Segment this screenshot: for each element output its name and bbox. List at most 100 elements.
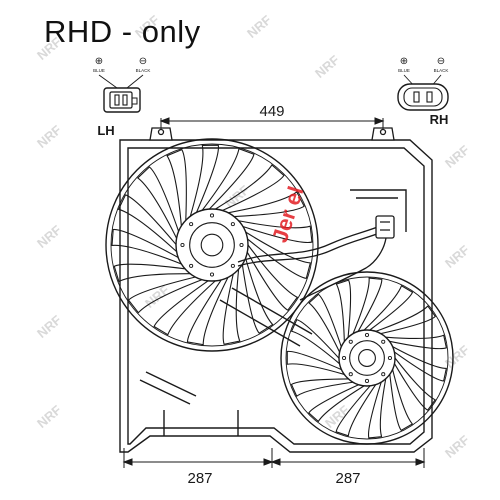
mounting-hole-left [157,128,165,136]
watermark-text: NRF [34,312,64,341]
watermark-text: NRF [442,432,472,461]
fan-blade [375,305,437,335]
fan-blade [127,276,203,314]
arrow-head [374,117,385,125]
fan-blade [335,384,377,437]
hub-bolt [387,355,393,361]
fan-blade [222,269,241,345]
fan-blade [166,148,187,227]
fan-blade [363,284,414,331]
fan-blade [308,384,365,423]
arrow-head [122,458,133,466]
watermark-text: NRF [442,242,472,271]
hub-bolt [364,332,370,338]
motor-shaft [200,233,224,257]
shroud-outline [119,139,433,453]
hub-bolt [348,339,353,344]
hub-bolt [381,372,386,377]
fan-blade [215,164,285,212]
connector-rh-label: RH [430,112,449,127]
fan-ring [280,271,454,445]
dimension-bottom-right-value: 287 [335,470,360,487]
fan-blade [201,147,255,211]
fan-blade [393,357,437,411]
watermark-text: NRF [312,52,342,81]
fan-blade [238,220,313,244]
fan-blade [186,276,229,346]
arrow-head [415,458,426,466]
connector-rh-body [397,83,449,111]
page-title: RHD - only [44,14,201,49]
hub-bolt [381,339,386,344]
hub-bolt [364,378,370,384]
mounting-hole-right [379,128,387,136]
hub-bolt [341,355,347,361]
dimension-bottom [122,448,426,468]
fan-blade [290,378,354,397]
watermark-text: NRF [142,282,172,311]
watermark-text: NRF [244,12,274,41]
fan-blade [245,231,312,279]
fan-blade [389,369,414,432]
fan-blade [113,263,191,283]
hub-bolt [209,213,215,218]
motor-housing [189,222,235,268]
hub-bolt [189,263,194,268]
fan-blade [352,277,383,334]
fan-ring-inner [285,276,449,440]
fan-blade [335,279,352,342]
fan-blade [367,378,387,439]
fan-blade [117,194,177,253]
hub-bolt [230,222,235,227]
watermark-text: NRF [442,142,472,171]
hub-bolt [230,263,235,268]
arrow-head [263,458,274,466]
connector-pin [114,94,120,106]
fan-ring [105,138,319,352]
hub-bolt [189,222,194,227]
watermark-text: NRF [34,222,64,251]
shroud-inner-edge [127,147,425,445]
minus-terminal-icon: ⊖ [437,56,445,67]
fan-blade [136,166,180,239]
dimension-top [159,117,385,130]
hub-bolt [209,272,215,277]
shroud-frame [119,139,433,453]
fan-left [105,138,319,352]
shroud-feet [163,410,239,436]
connector-pin [413,91,420,103]
connector-plug-detail [380,221,390,231]
plus-terminal-label: BLUE [93,68,105,73]
fan-blade [286,350,345,375]
dimension-bottom-left-value: 287 [187,470,212,487]
fan-hub [175,208,249,282]
connector-lh-label: LH [97,123,114,138]
fan-blade [153,280,216,336]
connector-lh: ⊕ ⊖ BLUE BLACK LH [93,56,150,138]
fan-blade [227,191,305,218]
hub-bolt [348,372,353,377]
fan-blade [290,318,340,365]
fan-right [280,271,454,445]
connector-rh: ⊕ ⊖ BLUE BLACK RH [397,56,449,127]
hub-bolt [239,242,244,248]
connector-pin [122,94,128,106]
fan-blade [392,346,447,382]
arrow-head [270,458,281,466]
motor-housing [349,340,385,376]
motor-wiring [237,215,395,301]
shroud-lower-rib [139,371,197,405]
mounting-tabs [149,127,395,141]
fan-blade [308,293,342,353]
fan-blade [111,228,182,265]
shroud-rib [350,189,407,232]
connector-pin [426,91,433,103]
fan-ring-inner [110,143,314,347]
watermark-text: NRF [34,122,64,151]
hub-bolt [180,242,185,248]
fan-blade [246,244,299,311]
plus-terminal-icon: ⊕ [95,56,103,67]
watermark-text: NRF [222,182,252,211]
plus-terminal-label: BLUE [398,68,410,73]
